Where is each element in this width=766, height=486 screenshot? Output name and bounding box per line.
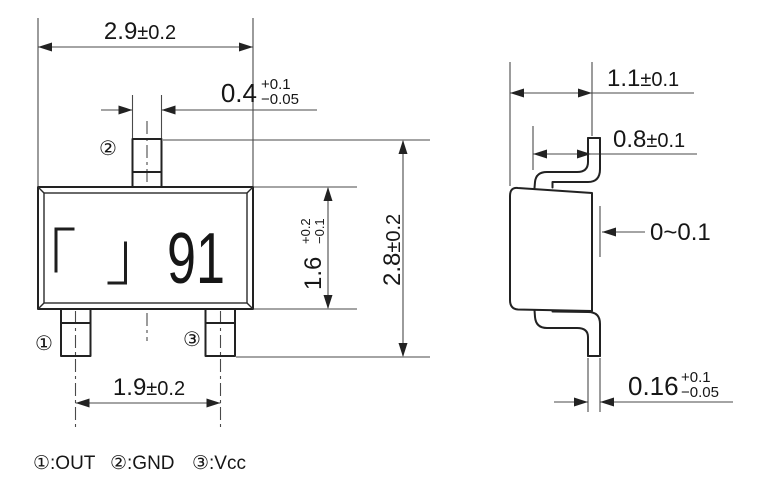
legend-pin1: ①:OUT xyxy=(33,453,96,474)
dim-body-width-text: 2.9±0.2 xyxy=(104,18,176,45)
side-body-outline xyxy=(509,186,593,312)
pin-legend: ①:OUT ②:GND ③:Vcc xyxy=(33,453,246,474)
arrowhead xyxy=(323,187,333,201)
pin2-outline xyxy=(131,138,163,188)
marking-bracket-close-icon xyxy=(107,241,127,285)
dim-overall-thickness-text: 1.1±0.1 xyxy=(607,65,679,92)
arrowhead xyxy=(118,105,133,115)
front-extension-lines xyxy=(37,18,430,358)
dim-tolerance-plus: +0.1 xyxy=(681,369,711,386)
side-extension-lines xyxy=(509,62,601,412)
front-dimension-lines xyxy=(38,46,404,404)
arrowhead xyxy=(398,140,408,154)
marking-bracket-open-icon xyxy=(54,227,75,273)
legend-pin3: ③:Vcc xyxy=(192,453,246,474)
arrowhead xyxy=(578,88,592,98)
body-bevel xyxy=(246,186,254,194)
arrowhead xyxy=(38,42,52,52)
arrowhead xyxy=(206,398,221,408)
arrowhead xyxy=(600,397,614,407)
dim-tolerance-plus: +0.2 xyxy=(298,218,313,244)
dim-tolerance-plus: +0.1 xyxy=(261,76,291,93)
dim-tolerance-minus: −0.1 xyxy=(312,218,327,244)
arrowhead xyxy=(75,398,90,408)
dim-tolerance-minus: −0.05 xyxy=(681,384,719,401)
dim-tolerance-minus: −0.05 xyxy=(261,91,299,108)
front-package-body xyxy=(37,186,254,310)
front-arrowheads xyxy=(38,42,408,408)
dim-value: 0.4 xyxy=(221,78,257,108)
dim-value: 1.6 xyxy=(300,257,327,290)
dim-body-height-text: 1.6 +0.2 −0.1 xyxy=(298,218,327,290)
dim-value: 2.8 xyxy=(379,253,406,286)
body-bevel xyxy=(37,186,45,194)
dim-value: 2.9 xyxy=(104,18,137,45)
dim-overall-height-text: 2.8±0.2 xyxy=(379,214,406,286)
legend-pin2: ②:GND xyxy=(110,453,175,474)
dim-lead-thickness-text: 0.16 +0.1 −0.05 xyxy=(628,369,719,401)
arrowhead xyxy=(398,343,408,357)
pin2-callout: ② xyxy=(99,138,117,160)
dim-pin-pitch-text: 1.9±0.2 xyxy=(113,374,185,401)
side-arrowheads xyxy=(510,88,616,407)
dim-body-thickness-text: 0.8±0.1 xyxy=(613,126,685,153)
lead-outer-edge xyxy=(533,137,589,189)
side-bottom-lead xyxy=(533,309,601,357)
arrowhead xyxy=(323,295,333,309)
dim-tolerance: ±0.2 xyxy=(146,378,185,400)
pin1-callout: ① xyxy=(35,333,53,355)
body-bevel xyxy=(246,302,254,310)
pin3-outline xyxy=(204,308,236,357)
dim-text: 2.8±0.2 xyxy=(379,214,406,286)
dim-tolerance: ±0.1 xyxy=(646,130,685,152)
arrowhead xyxy=(602,227,616,237)
side-view: 1.1±0.1 0.8±0.1 0~0.1 0.16 +0.1 −0.05 xyxy=(509,62,733,412)
dim-standoff-text: 0~0.1 xyxy=(650,219,711,246)
dim-tolerance: ±0.2 xyxy=(383,214,405,253)
pin3-callout: ③ xyxy=(183,329,201,351)
arrowhead xyxy=(161,105,176,115)
lead-outer-edge xyxy=(533,309,589,357)
side-top-lead xyxy=(533,137,601,189)
dim-value: 0.8 xyxy=(613,126,646,153)
lead-inner-edge xyxy=(551,137,601,189)
front-centerlines xyxy=(74,121,222,428)
pin1-outline xyxy=(60,308,92,357)
dim-value: 1.1 xyxy=(607,65,640,92)
arrowhead xyxy=(533,149,547,159)
dim-value: 1.9 xyxy=(113,374,146,401)
dim-tolerance: ±0.1 xyxy=(640,69,679,91)
front-view: 91 2.9±0.2 0.4 +0.1 −0.05 1.6 +0.2 −0.1 xyxy=(35,18,430,428)
arrowhead xyxy=(510,88,524,98)
arrowhead xyxy=(577,149,591,159)
dim-value: 0.16 xyxy=(628,371,679,401)
arrowhead xyxy=(239,42,253,52)
body-inner-outline xyxy=(43,192,248,304)
marking-code-text: 91 xyxy=(167,219,225,299)
front-pins xyxy=(60,138,236,357)
arrowhead xyxy=(574,397,588,407)
dim-center-pin-width-text: 0.4 +0.1 −0.05 xyxy=(221,76,299,108)
dim-tolerance: ±0.2 xyxy=(137,22,176,44)
package-marking: 91 xyxy=(54,219,225,299)
body-bevel xyxy=(37,302,45,310)
lead-inner-edge xyxy=(551,310,601,357)
